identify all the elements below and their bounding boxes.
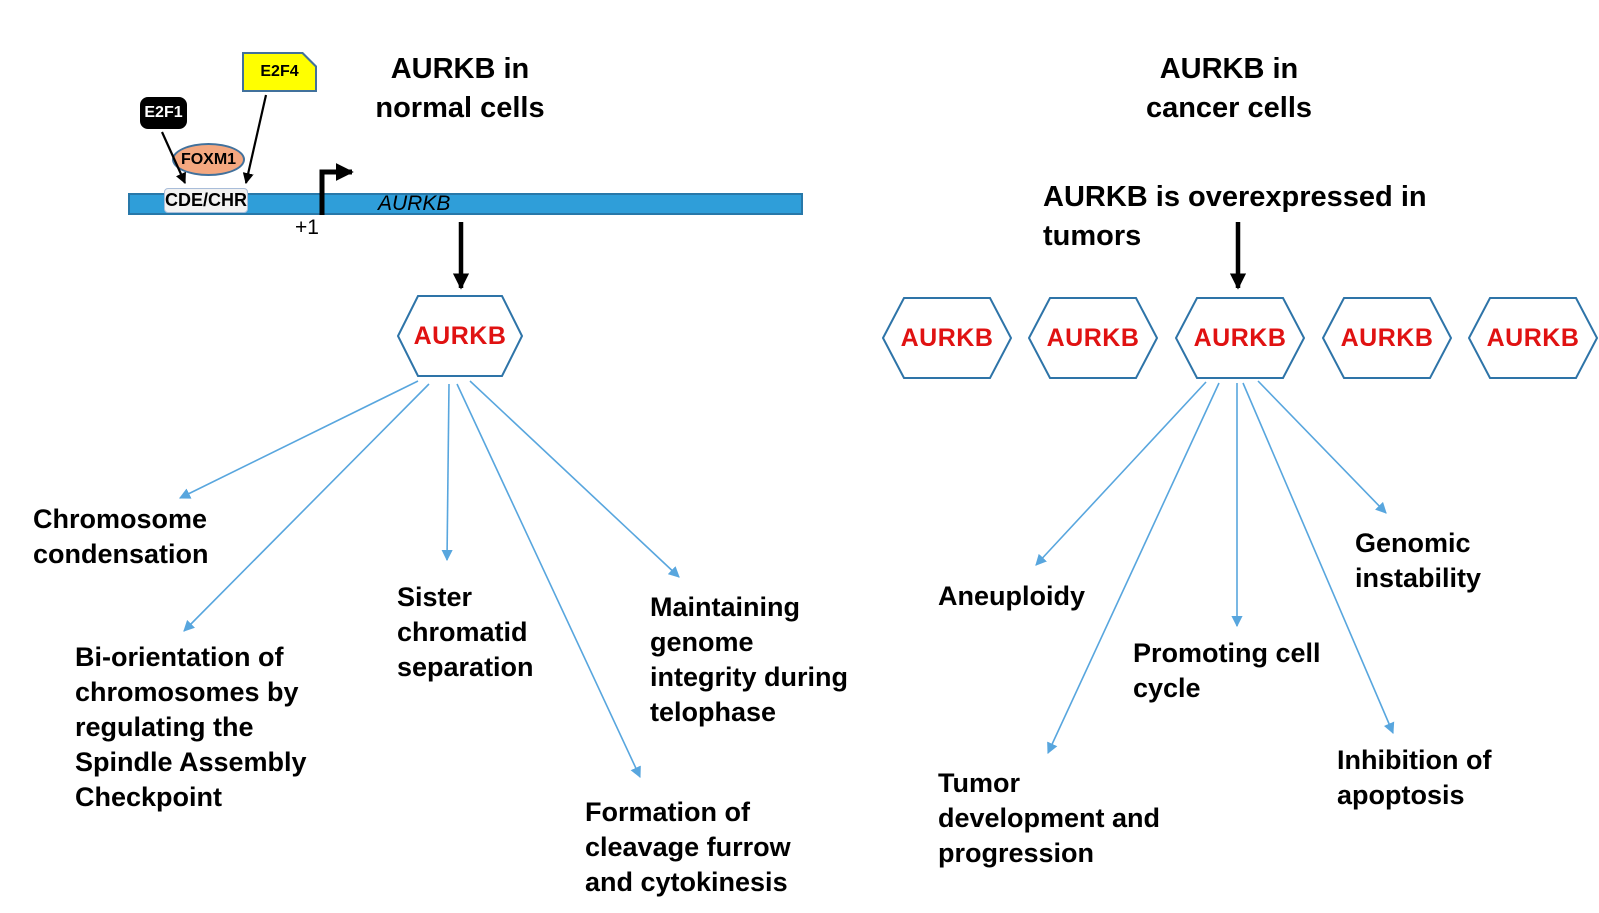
aurkb-hexagon-label: AURKB xyxy=(1046,323,1140,352)
aurkb-hexagon-cancer-5: AURKB xyxy=(1468,296,1598,380)
aurkb-hexagon-cancer-3: AURKB xyxy=(1175,296,1305,380)
aurkb-hexagon-cancer-4: AURKB xyxy=(1322,296,1452,380)
arrow-to-sister-chromatid xyxy=(441,383,453,562)
cde-chr-label: CDE/CHR xyxy=(165,190,248,210)
label-maintaining-genome-integrity: Maintaining genome integrity during telo… xyxy=(650,592,848,727)
aurkb-hexagon-label: AURKB xyxy=(1193,323,1287,352)
foxm1-label: FOXM1 xyxy=(180,150,237,168)
aurkb-hexagon-label: AURKB xyxy=(1340,323,1434,352)
aurkb-hexagon-normal: AURKB xyxy=(397,294,523,378)
label-aneuploidy: Aneuploidy xyxy=(938,581,1085,611)
foxm1-ellipse: FOXM1 xyxy=(172,143,245,176)
e2f4-box: E2F4 xyxy=(242,52,317,92)
e2f1-label: E2F1 xyxy=(144,104,183,121)
arrow-to-genomic-instability xyxy=(1257,380,1387,514)
e2f4-label: E2F4 xyxy=(244,54,315,90)
arrow-to-chromosome-condensation xyxy=(178,380,419,499)
hexagon-shape xyxy=(1028,297,1158,379)
e2f1-box: E2F1 xyxy=(140,97,187,129)
aurkb-hexagon-label: AURKB xyxy=(1486,323,1580,352)
hexagon-shape xyxy=(397,295,523,377)
label-bi-orientation: Bi-orientation of chromosomes by regulat… xyxy=(75,642,307,812)
left-panel-title: AURKB in normal cells xyxy=(375,53,545,124)
cde-chr-box: CDE/CHR xyxy=(164,188,248,213)
overexpressed-label: AURKB is overexpressed in tumors xyxy=(1043,181,1427,252)
tss-plus1-label: +1 xyxy=(295,216,319,239)
label-formation-cleavage-furrow: Formation of cleavage furrow and cytokin… xyxy=(585,797,791,897)
arrow-to-aneuploidy xyxy=(1035,381,1207,566)
hexagon-shape xyxy=(1468,297,1598,379)
arrow-e2f4-to-cde xyxy=(242,94,268,185)
aurkb-gene-label: AURKB xyxy=(378,192,451,215)
aurkb-hexagon-cancer-1: AURKB xyxy=(882,296,1012,380)
label-tumor-development: Tumor development and progression xyxy=(938,768,1161,868)
label-chromosome-condensation: Chromosome condensation xyxy=(33,504,209,569)
arrow-to-maintaining-genome xyxy=(469,380,680,578)
label-inhibition-apoptosis: Inhibition of apoptosis xyxy=(1337,745,1492,810)
label-sister-chromatid-separation: Sister chromatid separation xyxy=(397,582,534,682)
hexagon-shape xyxy=(1322,297,1452,379)
label-genomic-instability: Genomic instability xyxy=(1355,528,1482,593)
aurkb-hexagon-label: AURKB xyxy=(900,323,994,352)
gene-bar xyxy=(128,193,803,215)
hexagon-shape xyxy=(1175,297,1305,379)
hexagon-shape xyxy=(882,297,1012,379)
aurkb-hexagon-label: AURKB xyxy=(413,321,507,350)
label-promoting-cell-cycle: Promoting cell cycle xyxy=(1133,638,1321,703)
right-panel-title: AURKB in cancer cells xyxy=(1145,53,1313,124)
aurkb-hexagon-cancer-2: AURKB xyxy=(1028,296,1158,380)
